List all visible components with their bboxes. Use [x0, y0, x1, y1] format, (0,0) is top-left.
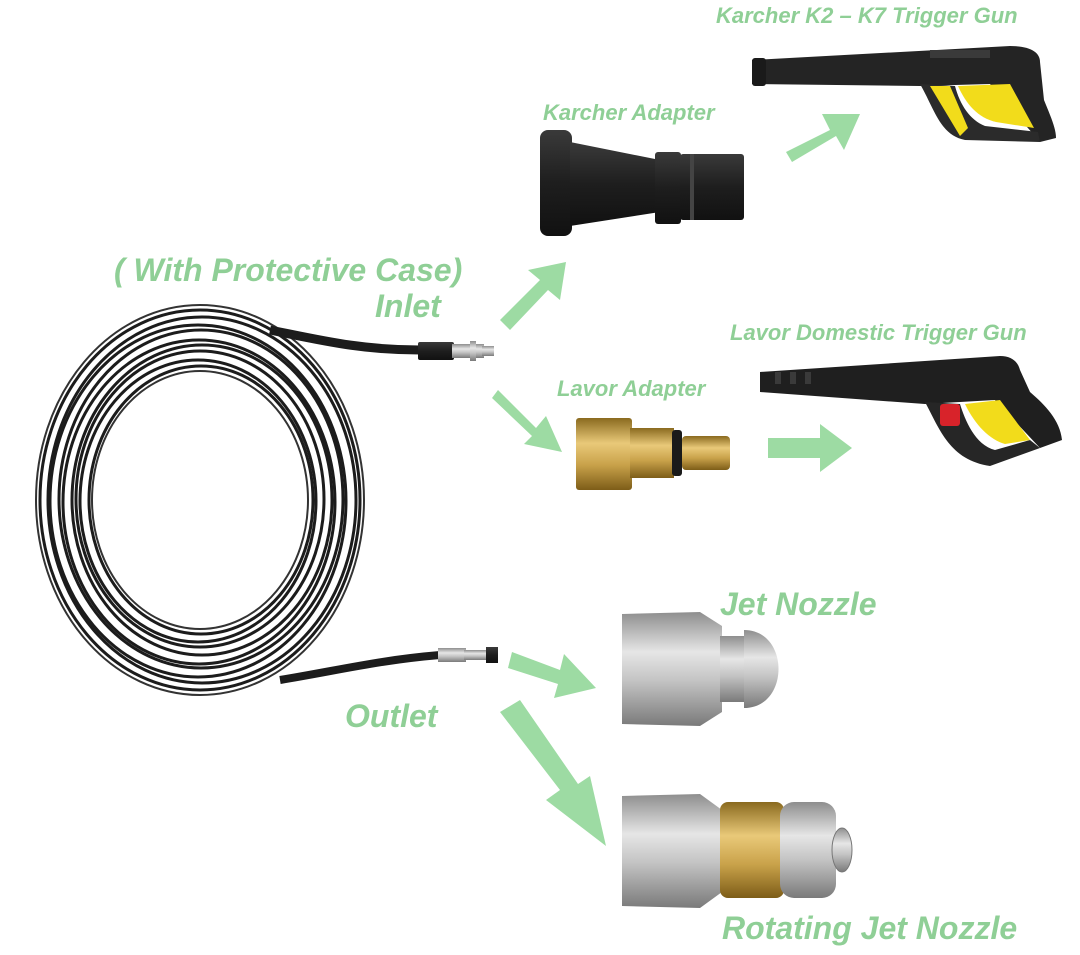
jet-nozzle-icon [622, 612, 779, 726]
karcher-trigger-gun-icon [752, 46, 1056, 142]
arrow-to-karcher-gun-icon [786, 114, 860, 162]
karcher-gun-label: Karcher K2 – K7 Trigger Gun [716, 3, 1018, 28]
lavor-trigger-gun-icon [760, 356, 1062, 466]
protective-case-label: ( With Protective Case) [114, 252, 463, 288]
inlet-hose-end-icon [269, 325, 494, 361]
lavor-gun-label: Lavor Domestic Trigger Gun [730, 320, 1027, 345]
arrow-to-lavor-adapter-icon [492, 390, 562, 452]
karcher-adapter-label: Karcher Adapter [543, 100, 715, 125]
hose-coil-icon [35, 304, 365, 696]
arrow-to-jet-nozzle-icon [508, 652, 596, 698]
rotating-nozzle-label: Rotating Jet Nozzle [722, 910, 1018, 946]
lavor-adapter-icon [576, 418, 730, 490]
lavor-adapter-label: Lavor Adapter [557, 376, 706, 401]
arrow-to-lavor-gun-icon [768, 424, 852, 472]
inlet-label: Inlet [375, 288, 441, 324]
outlet-label: Outlet [345, 698, 438, 734]
arrow-to-karcher-adapter-icon [500, 262, 566, 330]
outlet-hose-end-icon [279, 647, 498, 684]
karcher-adapter-icon [540, 130, 744, 236]
arrow-to-rotating-nozzle-icon [500, 700, 606, 846]
jet-nozzle-label: Jet Nozzle [720, 586, 877, 622]
rotating-jet-nozzle-icon [622, 794, 853, 908]
